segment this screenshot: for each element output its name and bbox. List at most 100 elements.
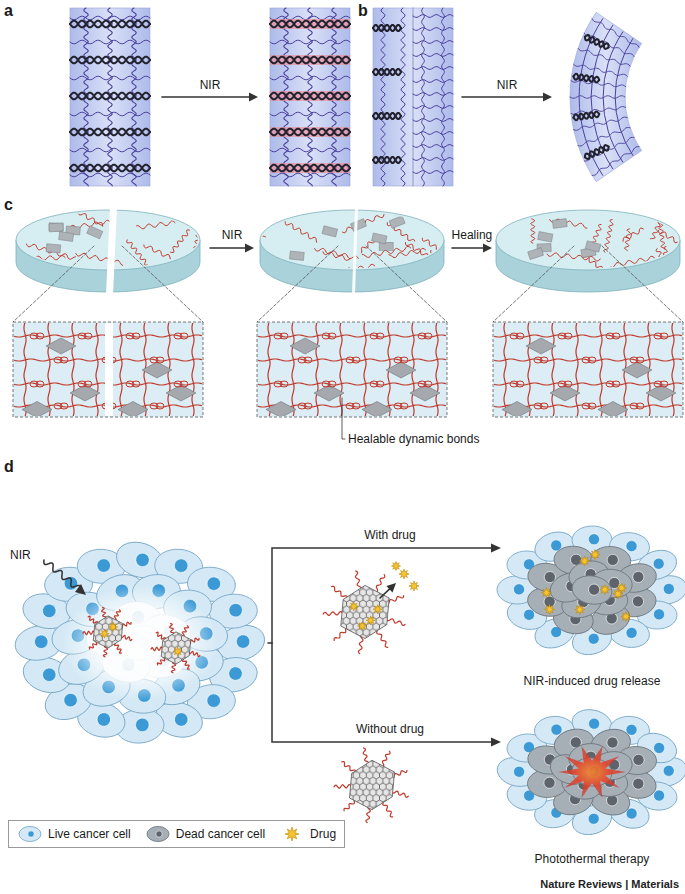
polymer-chain	[531, 210, 535, 243]
cell-nucleus	[228, 666, 244, 682]
cell-body	[147, 827, 169, 842]
polymer-crosslink	[570, 96, 625, 98]
drug-star	[109, 622, 118, 631]
graphene-flake	[351, 219, 367, 232]
dynamic-bond	[564, 333, 572, 339]
drug-star	[100, 629, 109, 638]
graphene-sheet	[161, 632, 190, 664]
process-label: Healing	[452, 228, 493, 242]
stimulus-label: NIR	[497, 78, 518, 92]
polymer-chain	[576, 323, 578, 416]
dynamic-bond	[304, 403, 312, 409]
dynamic-bond	[84, 381, 92, 387]
graphene-sheet	[118, 402, 148, 417]
cell-nucleus	[653, 609, 664, 620]
dynamic-bond	[156, 403, 164, 409]
graphene-sheet	[526, 338, 556, 354]
polymer-chain	[115, 643, 122, 653]
polymer-chain	[151, 647, 162, 650]
gel-strip	[70, 8, 150, 186]
zoom-line	[366, 246, 447, 322]
graphene-sheet	[646, 385, 676, 401]
graphene-sheet	[314, 385, 344, 401]
dynamic-bond	[84, 333, 92, 339]
stimulus-label: NIR	[222, 228, 243, 242]
disk-network	[220, 211, 449, 298]
graphene-flake	[87, 226, 103, 239]
fibre-bundle	[270, 21, 350, 28]
fibre-bundle	[573, 74, 599, 82]
cell-nucleus	[513, 584, 524, 595]
panel-c-art	[0, 207, 685, 439]
fibre-bundle	[373, 69, 401, 75]
cell-nucleus	[96, 711, 112, 727]
nir-arrow	[210, 247, 245, 249]
dynamic-bond	[280, 333, 288, 339]
polymer-chain	[83, 631, 94, 634]
drug-star	[600, 585, 610, 595]
polymer-chain	[363, 748, 368, 765]
polymer-chain	[337, 264, 374, 273]
panel-d-art	[12, 526, 685, 840]
polymer-chain	[603, 32, 623, 162]
fibre-bundle	[270, 93, 350, 100]
graphene-lattice	[350, 760, 395, 809]
cell-nucleus	[632, 777, 645, 790]
cell-nucleus	[228, 603, 243, 618]
polymer-crosslink	[70, 173, 150, 176]
cell-nucleus	[174, 558, 189, 573]
cell-nucleus	[62, 691, 79, 708]
cancer-cell	[570, 573, 614, 608]
panel-b-art	[373, 8, 642, 186]
arrow-head	[543, 93, 552, 102]
polymer-chain	[442, 8, 445, 186]
graphene-sheet	[598, 402, 628, 417]
polymer-crosslink	[270, 173, 350, 176]
fibre-bundle	[373, 25, 401, 31]
drug-star	[613, 589, 623, 599]
cell-nucleus	[607, 554, 619, 566]
polymer-crosslink	[270, 148, 350, 151]
panel-letter: a	[4, 2, 13, 20]
polymer-chain	[88, 616, 97, 624]
graphene-sheet	[350, 760, 395, 809]
polymer-crosslink	[584, 137, 634, 161]
dynamic-bond	[400, 357, 408, 363]
polymer-chain	[600, 323, 602, 416]
graphene-flake	[372, 233, 387, 244]
polymer-chain	[144, 245, 170, 259]
legend-item: Drug	[279, 825, 336, 843]
polymer-chain	[625, 229, 631, 251]
cell-nucleus	[551, 724, 563, 736]
polymer-chain	[342, 762, 356, 773]
fibre-bundle	[70, 93, 150, 100]
polymer-crosslink	[413, 145, 453, 148]
dynamic-bond	[540, 403, 548, 409]
cell-nucleus	[662, 582, 675, 595]
polymer-crosslink	[70, 76, 150, 79]
dynamic-bond	[132, 333, 140, 339]
graphene-flake	[46, 244, 61, 253]
fibre-bundle	[70, 129, 150, 136]
cell-nucleus	[626, 540, 638, 552]
fibre-bundle	[373, 157, 401, 163]
cell-body	[570, 573, 614, 608]
polymer-crosslink	[413, 106, 453, 109]
polymer-chain	[96, 323, 98, 416]
graphene-sheet	[93, 616, 122, 648]
heated-bundle	[270, 19, 350, 29]
drug-star	[173, 647, 182, 656]
polymer-crosslink	[70, 40, 150, 43]
polymer-chain	[292, 323, 294, 416]
cell-nucleus	[206, 576, 221, 591]
dynamic-bond	[376, 333, 384, 339]
dynamic-bond	[660, 333, 668, 339]
zoom-line	[13, 246, 94, 322]
polymer-chain	[268, 323, 270, 416]
callout-label: Healable dynamic bonds	[348, 432, 479, 446]
polymer-chain	[393, 211, 441, 216]
graphene-sheet	[410, 385, 440, 401]
polymer-chain	[3, 258, 34, 264]
polymer-crosslink	[270, 76, 350, 79]
polymer-crosslink	[413, 15, 453, 18]
